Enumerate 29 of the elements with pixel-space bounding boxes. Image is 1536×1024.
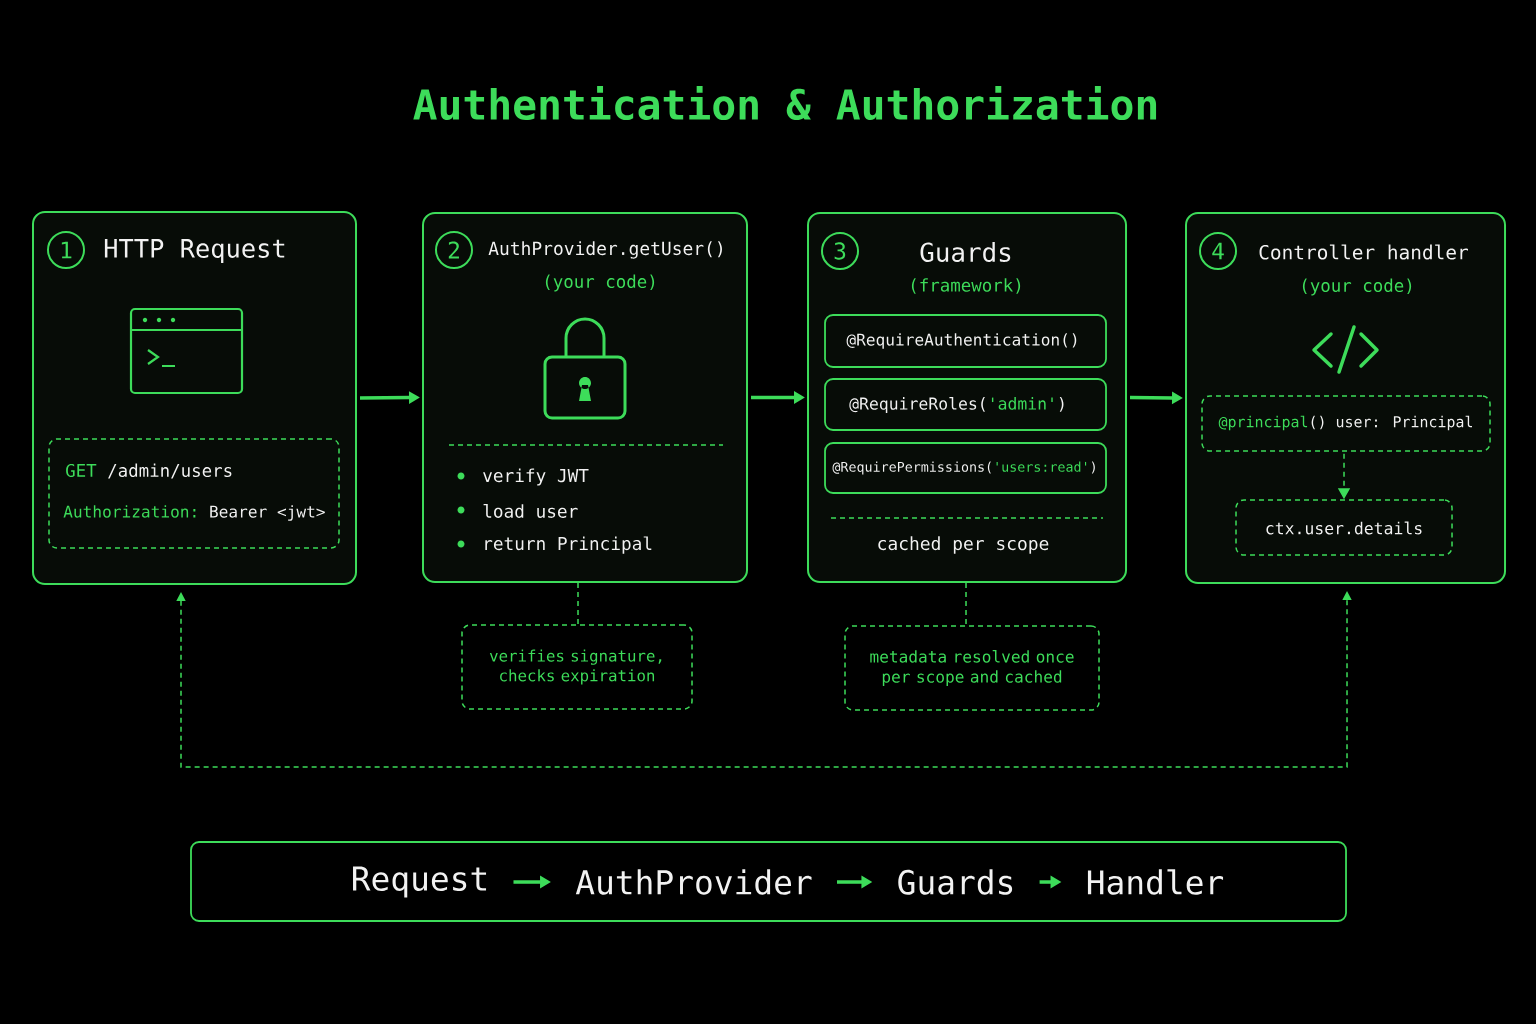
note-text: verifies signature, checks expiration xyxy=(489,649,662,685)
title: Authentication & Authorization xyxy=(413,85,1157,121)
decorator-text: @RequireRoles( 'admin' ) xyxy=(849,397,1064,413)
summary-bar xyxy=(190,841,1347,922)
code-text: ctx.user.details xyxy=(1266,521,1422,535)
flow-step-text: Guards xyxy=(898,869,1013,895)
card-footer: cached per scope xyxy=(878,536,1049,554)
card-subheading: (your code) xyxy=(545,274,655,292)
card-subheading: (your code) xyxy=(1302,278,1412,296)
header-line: Authorization: Bearer <jwt> xyxy=(63,505,325,521)
decorator-text: @RequirePermissions( 'users:read' ) xyxy=(832,461,1095,475)
arrow xyxy=(176,591,1352,768)
card-heading: Controller handler xyxy=(1259,244,1468,260)
card-heading: Guards xyxy=(920,241,1011,262)
connector-line xyxy=(965,582,967,626)
list-item: return Principal xyxy=(485,536,652,554)
note-text: metadata resolved once per scope and cached xyxy=(870,650,1074,686)
decorator-text: @RequireAuthentication() xyxy=(846,333,1077,349)
connector-line xyxy=(577,582,579,625)
card-heading: AuthProvider.getUser() xyxy=(488,241,722,259)
flow-step-text: AuthProvider xyxy=(575,869,812,895)
request-line: GET /admin/users xyxy=(66,463,232,479)
card-heading: HTTP Request xyxy=(104,239,285,263)
list-item: verify JWT xyxy=(483,468,589,486)
list-item: load user xyxy=(483,504,578,518)
parameter-text: @principal () user: Principal xyxy=(1218,415,1472,431)
flow-step-text: Handler xyxy=(1087,869,1224,895)
card-subheading: (framework) xyxy=(911,278,1021,294)
flow-step-text: Request xyxy=(353,866,487,898)
